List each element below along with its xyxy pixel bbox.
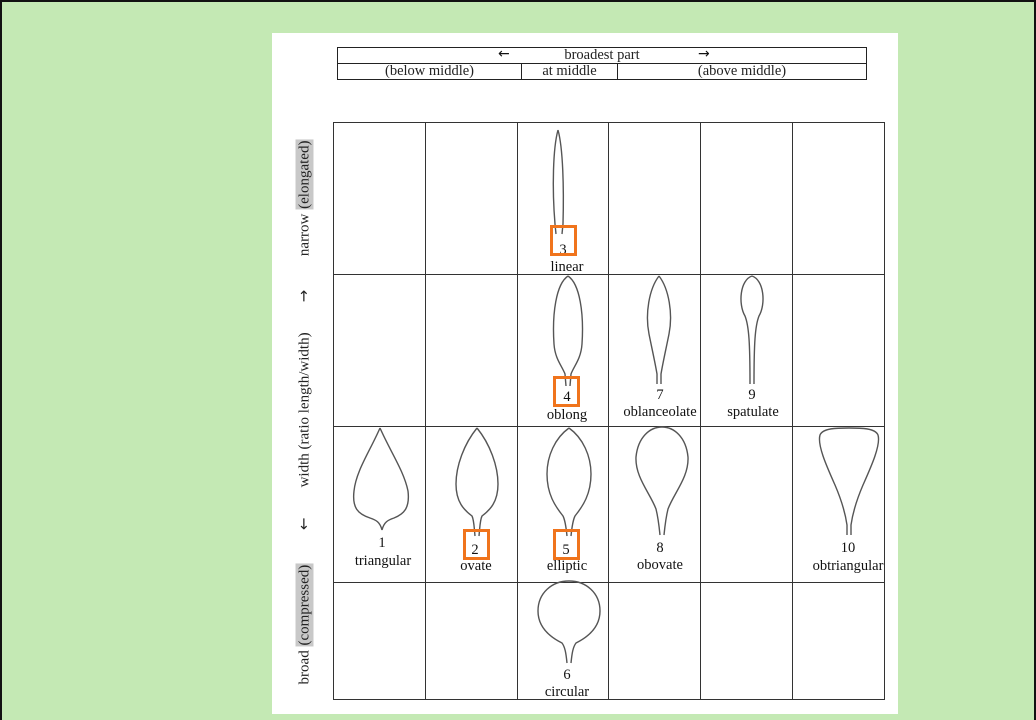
grid-cell bbox=[609, 123, 701, 275]
shape-label-oblanceolate: oblanceolate bbox=[615, 405, 705, 420]
down-arrow-icon: ← bbox=[295, 517, 313, 530]
shape-number-8: 8 bbox=[648, 541, 672, 556]
up-arrow-icon: → bbox=[295, 290, 313, 303]
circular-leaf-shape bbox=[534, 579, 604, 665]
shape-label-linear: linear bbox=[522, 260, 612, 275]
grid-cell bbox=[334, 583, 426, 700]
grid-cell bbox=[793, 123, 885, 275]
shape-label-elliptic: elliptic bbox=[522, 559, 612, 574]
grid-cell bbox=[609, 583, 701, 700]
oblanceolate-leaf-shape bbox=[639, 274, 679, 386]
grid-cell bbox=[793, 583, 885, 700]
above-middle-label: (above middle) bbox=[618, 64, 867, 80]
shape-number-7: 7 bbox=[648, 388, 672, 403]
broad-label: broad bbox=[297, 650, 313, 684]
grid-cell bbox=[701, 123, 793, 275]
width-axis-label: broad (compressed) ← width (ratio length… bbox=[289, 123, 319, 701]
at-middle-label: at middle bbox=[522, 64, 618, 80]
highlight-box-5 bbox=[553, 529, 580, 560]
grid-cell bbox=[793, 275, 885, 427]
shape-number-6: 6 bbox=[555, 668, 579, 683]
obtriangular-leaf-shape bbox=[817, 425, 881, 537]
spatulate-leaf-shape bbox=[732, 274, 772, 386]
shape-number-1: 1 bbox=[370, 536, 394, 551]
shape-label-circular: circular bbox=[522, 685, 612, 700]
shape-label-obtriangular: obtriangular bbox=[798, 559, 898, 574]
shape-label-triangular: triangular bbox=[338, 554, 428, 569]
highlight-box-3 bbox=[550, 225, 577, 256]
grid-cell bbox=[425, 275, 517, 427]
linear-leaf-shape bbox=[544, 128, 574, 238]
grid-cell bbox=[334, 275, 426, 427]
grid-cell bbox=[425, 123, 517, 275]
header-table: ← broadest part → (below middle) at midd… bbox=[337, 47, 867, 80]
shape-label-ovate: ovate bbox=[431, 559, 521, 574]
shape-label-oblong: oblong bbox=[522, 408, 612, 423]
grid-cell bbox=[334, 123, 426, 275]
shape-number-9: 9 bbox=[740, 388, 764, 403]
oblong-leaf-shape bbox=[548, 274, 588, 389]
left-arrow-icon: ← bbox=[498, 47, 510, 62]
grid-cell bbox=[425, 583, 517, 700]
ovate-leaf-shape bbox=[450, 426, 504, 538]
grid-cell bbox=[701, 583, 793, 700]
shape-label-spatulate: spatulate bbox=[708, 405, 798, 420]
broadest-part-header: ← broadest part → bbox=[338, 48, 867, 64]
elongated-label: (elongated) bbox=[296, 140, 314, 210]
compressed-label: (compressed) bbox=[296, 564, 314, 647]
figure-page: ← broadest part → (below middle) at midd… bbox=[272, 33, 898, 714]
shape-label-obovate: obovate bbox=[615, 558, 705, 573]
highlight-box-4 bbox=[553, 376, 580, 407]
elliptic-leaf-shape bbox=[541, 426, 597, 538]
shape-number-10: 10 bbox=[830, 541, 866, 556]
grid-cell bbox=[701, 427, 793, 583]
right-arrow-icon: → bbox=[698, 47, 710, 62]
below-middle-label: (below middle) bbox=[338, 64, 522, 80]
narrow-label: narrow bbox=[297, 214, 313, 256]
width-ratio-label: width (ratio length/width) bbox=[297, 332, 313, 487]
highlight-box-2 bbox=[463, 529, 490, 560]
obovate-leaf-shape bbox=[632, 425, 692, 537]
broadest-part-label: broadest part bbox=[564, 47, 639, 63]
triangular-leaf-shape bbox=[348, 426, 418, 532]
